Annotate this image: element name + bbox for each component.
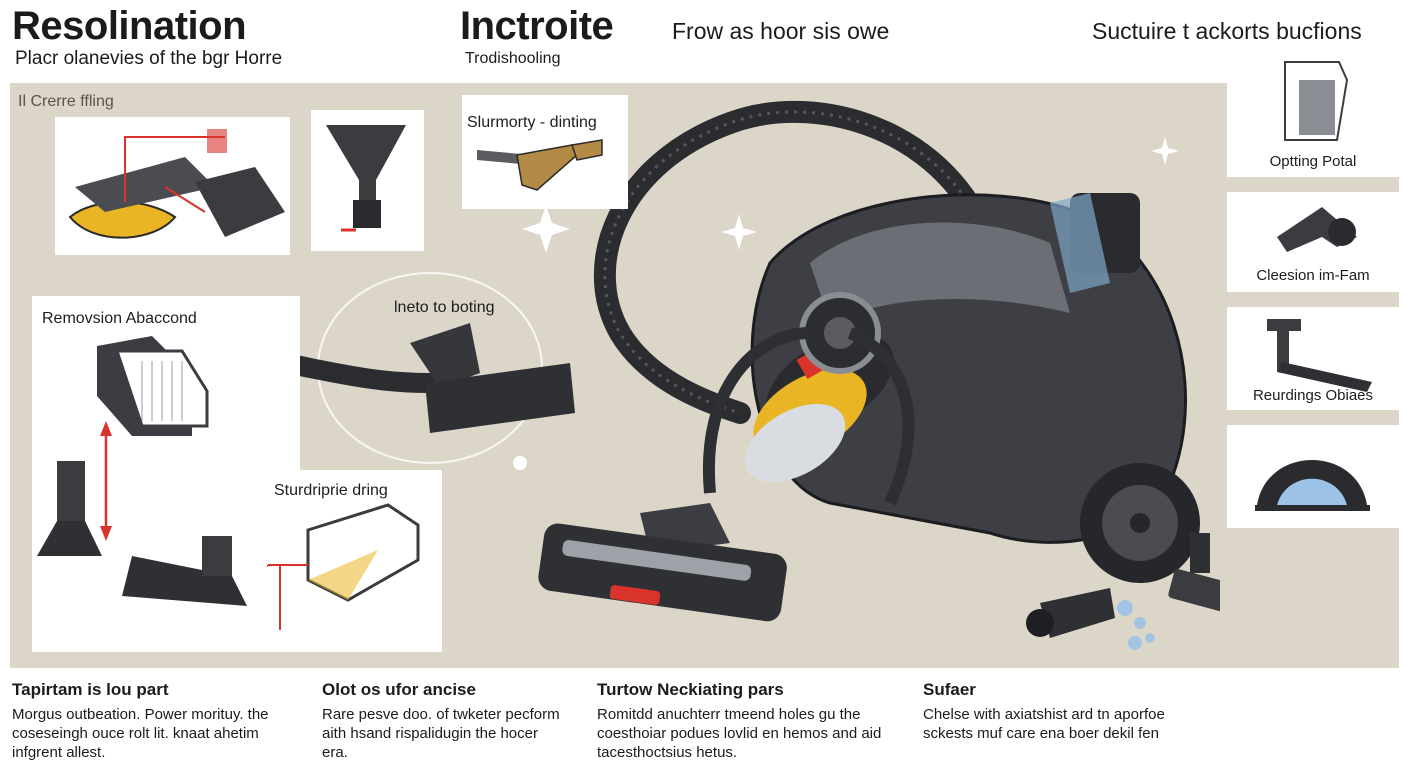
footer-col-4: Sufaer Chelse with axiatshist ard tn apo…: [923, 680, 1165, 743]
footer-col-4-line: Chelse with axiatshist ard tn aporfoe: [923, 706, 1165, 723]
right-card-2-label: Cleesion im-Fam: [1256, 267, 1370, 284]
stand-label: Sturdriprie dring: [274, 482, 388, 499]
footer-col-1-line: coseseingh ouce rolt lit. knaat ahetim: [12, 725, 259, 742]
right-card-2: Cleesion im-Fam: [1227, 192, 1399, 292]
footer-col-2-line: Rare pesve doo. of twketer pecform: [322, 706, 560, 723]
center-title: Inctroite: [460, 4, 614, 48]
brush-tool-card: [55, 117, 290, 255]
removal-card: Removsion Abaccond: [32, 296, 300, 652]
summary-drying-card: Slurmorty - dinting: [462, 95, 628, 209]
crevice-nozzle-card: [311, 110, 424, 251]
summary-drying-label: Slurmorty - dinting: [467, 114, 597, 131]
footer-col-3: Turtow Neckiating pars Romitdd anuchterr…: [597, 680, 881, 762]
footer-col-1: Tapirtam is lou part Morgus outbeation. …: [12, 680, 269, 762]
section-label: Il Crerre ffling: [18, 93, 114, 110]
footer-col-3-line: tacesthoctsius hetus.: [597, 744, 738, 761]
left-title: Resolination: [12, 4, 247, 48]
footer-col-1-line: infgrent allest.: [12, 744, 106, 761]
footer-col-2: Olot os ufor ancise Rare pesve doo. of t…: [322, 680, 560, 762]
stand-drying-card: Sturdriprie dring: [268, 470, 442, 652]
footer-col-3-line: coesthoiar podues lovlid en hemos and ai…: [597, 725, 882, 742]
right-card-3: Reurdings Obiaes: [1227, 307, 1399, 410]
right-title: Suctuire t ackorts bucfions: [1092, 18, 1362, 44]
inlet-label: lneto to boting: [394, 299, 495, 316]
footer-col-3-line: Romitdd anuchterr tmeend holes gu the: [597, 706, 861, 723]
center-subtitle: Trodishooling: [465, 50, 561, 67]
removal-label: Removsion Abaccond: [42, 310, 197, 327]
right-card-1: Optting Potal: [1227, 50, 1399, 177]
center-tagline: Frow as hoor sis owe: [672, 18, 890, 44]
right-card-4: [1227, 425, 1399, 528]
footer-col-2-title: Olot os ufor ancise: [322, 680, 476, 699]
right-card-3-label: Reurdings Obiaes: [1252, 387, 1374, 404]
footer-col-2-line: era.: [322, 744, 348, 761]
footer-col-4-line: sckests muf care ena boer dekil fen: [923, 725, 1159, 742]
footer-col-1-line: Morgus outbeation. Power morituy. the: [12, 706, 269, 723]
left-subtitle: Placr olanevies of the bgr Horre: [15, 48, 283, 69]
footer-col-1-title: Tapirtam is lou part: [12, 680, 169, 699]
footer-col-4-title: Sufaer: [923, 680, 976, 699]
right-card-1-label: Optting Potal: [1269, 153, 1357, 170]
footer-col-2-line: aith hsand rispalidugin the hocer: [322, 725, 538, 742]
vacuum-illustration: lneto to boting: [215, 83, 1252, 668]
footer-col-3-title: Turtow Neckiating pars: [597, 680, 784, 699]
